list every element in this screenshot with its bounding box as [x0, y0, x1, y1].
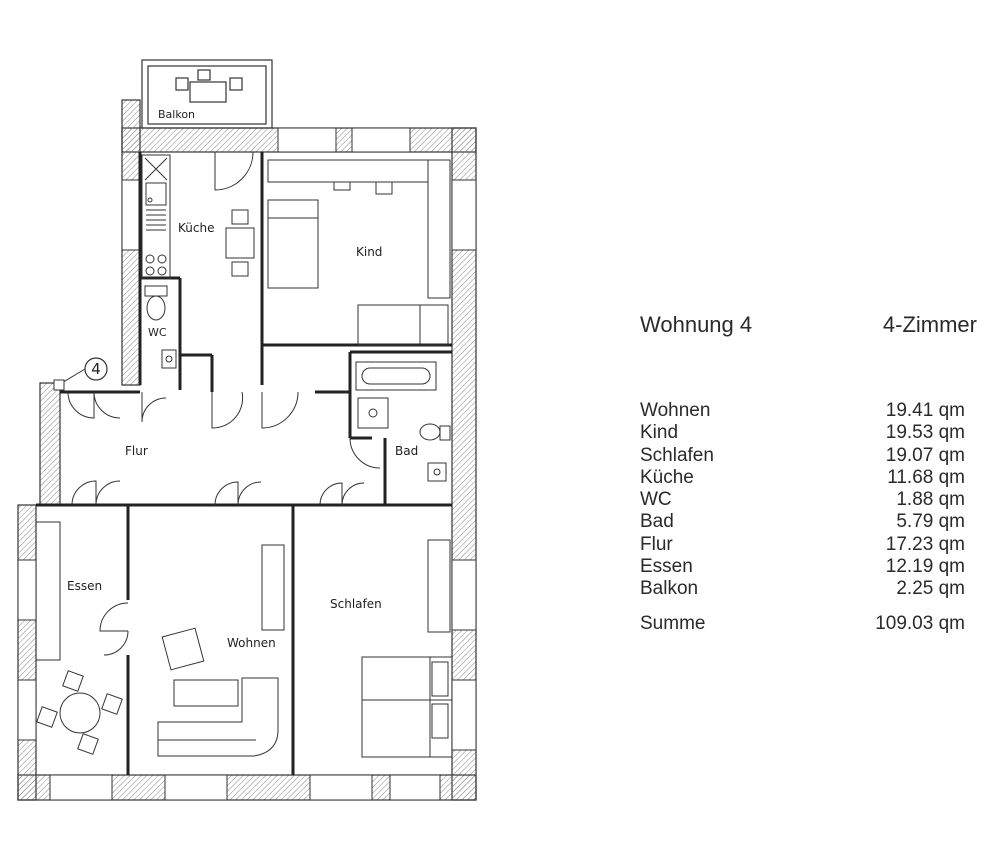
- apartment-type: 4-Zimmer: [882, 312, 977, 337]
- area-room-value: 17.23 qm: [885, 533, 965, 555]
- area-room-name: Flur: [640, 533, 673, 555]
- area-row: Bad 5.79 qm: [640, 511, 985, 533]
- legend-header: Wohnung 4 4-Zimmer: [640, 312, 985, 338]
- area-room-name: Balkon: [640, 578, 699, 600]
- area-room-name: Küche: [640, 466, 694, 488]
- area-room-value: 5.79 qm: [896, 511, 965, 533]
- area-legend: Wohnung 4 4-Zimmer Wohnen 19.41 qm Kind 19…: [640, 312, 985, 635]
- area-room-name: Schlafen: [640, 444, 714, 466]
- area-room-value: 19.53 qm: [885, 422, 965, 444]
- room-label-kind: Kind: [356, 245, 382, 259]
- area-row: Wohnen 19.41 qm: [640, 400, 985, 422]
- room-label-bad: Bad: [395, 444, 418, 458]
- room-label-flur: Flur: [125, 444, 148, 458]
- area-room-name: WC: [640, 489, 672, 511]
- area-row: WC 1.88 qm: [640, 489, 985, 511]
- area-room-value: 19.41 qm: [885, 400, 965, 421]
- unit-marker-number: 4: [91, 360, 101, 378]
- balcony: [141, 59, 273, 129]
- area-row: Kind 19.53 qm: [640, 422, 985, 444]
- apartment-title: Wohnung 4: [640, 312, 753, 337]
- room-label-balkon: Balkon: [158, 108, 195, 121]
- area-room-value: 11.68 qm: [887, 466, 965, 488]
- area-room-name: Kind: [640, 422, 679, 444]
- area-room-name: Wohnen: [640, 400, 711, 421]
- area-row: Schlafen 19.07 qm: [640, 445, 985, 467]
- kind-fixtures: [267, 159, 451, 346]
- room-labels: Balkon Küche Kind WC Flur Bad Essen Wohn…: [67, 108, 418, 650]
- area-total-row: Summe 109.03 qm: [640, 613, 985, 635]
- floor-plan: 4 Balkon Küche Kind WC Flur Bad Essen Wo…: [17, 59, 477, 801]
- bedroom-fixtures: [361, 539, 453, 758]
- door-swings: [67, 151, 381, 656]
- interior-walls: [36, 152, 452, 775]
- windows: [17, 127, 477, 801]
- room-label-kueche: Küche: [178, 221, 214, 235]
- area-room-value: 19.07 qm: [885, 444, 965, 466]
- room-label-essen: Essen: [67, 579, 102, 593]
- area-room-name: Bad: [640, 511, 674, 533]
- area-list: Wohnen 19.41 qm Kind 19.53 qm Schlafen 19.0…: [640, 400, 985, 635]
- area-row: Balkon 2.25 qm: [640, 578, 985, 600]
- living-fixtures: [157, 544, 285, 757]
- kitchen-fixtures: [141, 154, 255, 280]
- area-room-value: 12.19 qm: [885, 556, 965, 578]
- area-total-label: Summe: [640, 612, 706, 634]
- dining-fixtures: [35, 521, 123, 755]
- area-row: Flur 17.23 qm: [640, 534, 985, 556]
- room-label-wc: WC: [148, 326, 167, 339]
- area-room-name: Essen: [640, 556, 693, 578]
- area-room-value: 2.25 qm: [896, 578, 965, 600]
- wc-fixtures: [144, 285, 177, 369]
- area-total-value: 109.03 qm: [875, 612, 965, 634]
- area-row: Küche 11.68 qm: [640, 467, 985, 489]
- unit-marker: 4: [53, 357, 108, 391]
- bath-fixtures: [355, 361, 451, 482]
- area-room-value: 1.88 qm: [896, 489, 965, 511]
- room-label-wohnen: Wohnen: [227, 636, 276, 650]
- room-label-schlafen: Schlafen: [330, 597, 382, 611]
- area-row: Essen 12.19 qm: [640, 556, 985, 578]
